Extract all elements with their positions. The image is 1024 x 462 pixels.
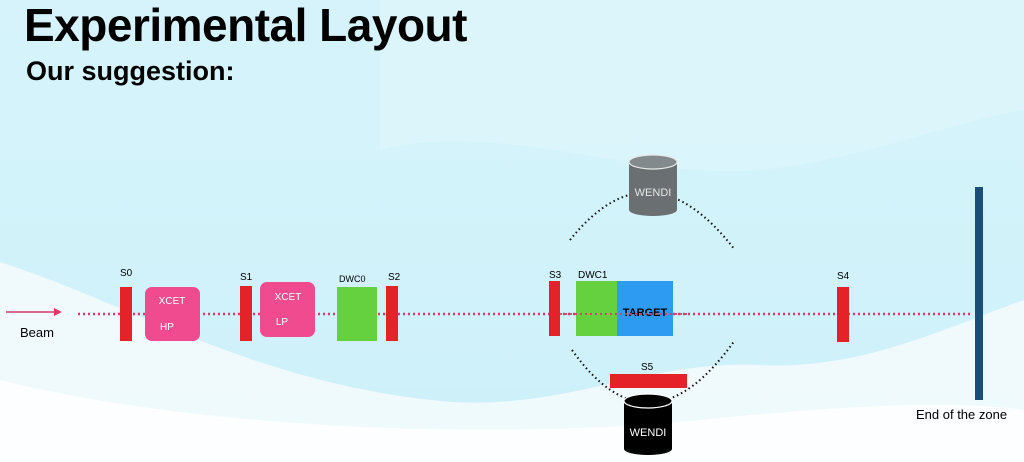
xcet-lp-box <box>260 282 315 337</box>
cylinder-icon <box>628 154 678 216</box>
xcet-hp-box <box>145 287 200 341</box>
wendi-top-label: WENDI <box>635 187 672 199</box>
xcet-hp-bottom: HP <box>160 322 174 333</box>
scintillator-s5-label: S5 <box>641 362 654 373</box>
scintillator-s1-label: S1 <box>240 272 253 283</box>
scintillator-s0 <box>120 287 132 341</box>
lower-dotted-arc <box>571 339 736 404</box>
beam-label: Beam <box>20 325 54 340</box>
end-of-zone-label: End of the zone <box>916 407 1007 422</box>
cylinder-icon <box>623 393 673 455</box>
end-of-zone-bar <box>975 187 983 400</box>
target-box <box>617 281 673 336</box>
scintillator-s3-label: S3 <box>549 270 562 281</box>
dwc1-box <box>576 281 617 336</box>
arrow-right-icon <box>6 308 62 316</box>
wendi-bottom-label: WENDI <box>630 427 667 439</box>
scintillator-s4-label: S4 <box>837 271 850 282</box>
dwc0-box <box>337 287 377 341</box>
scintillator-s3 <box>549 281 560 336</box>
scintillator-s2 <box>386 286 398 341</box>
scintillator-s1 <box>240 286 252 341</box>
scintillator-s5 <box>610 374 687 388</box>
xcet-hp-top: XCET <box>159 296 186 307</box>
dwc1-label: DWC1 <box>578 270 608 281</box>
scintillator-s0-label: S0 <box>120 268 133 279</box>
scintillator-s4 <box>837 287 849 342</box>
page-title: Experimental Layout <box>24 0 467 51</box>
scintillator-s2-label: S2 <box>388 272 401 283</box>
xcet-lp-top: XCET <box>275 292 302 303</box>
xcet-lp-bottom: LP <box>276 317 289 328</box>
dwc0-label: DWC0 <box>339 274 366 284</box>
page-subtitle: Our suggestion: <box>26 56 235 86</box>
